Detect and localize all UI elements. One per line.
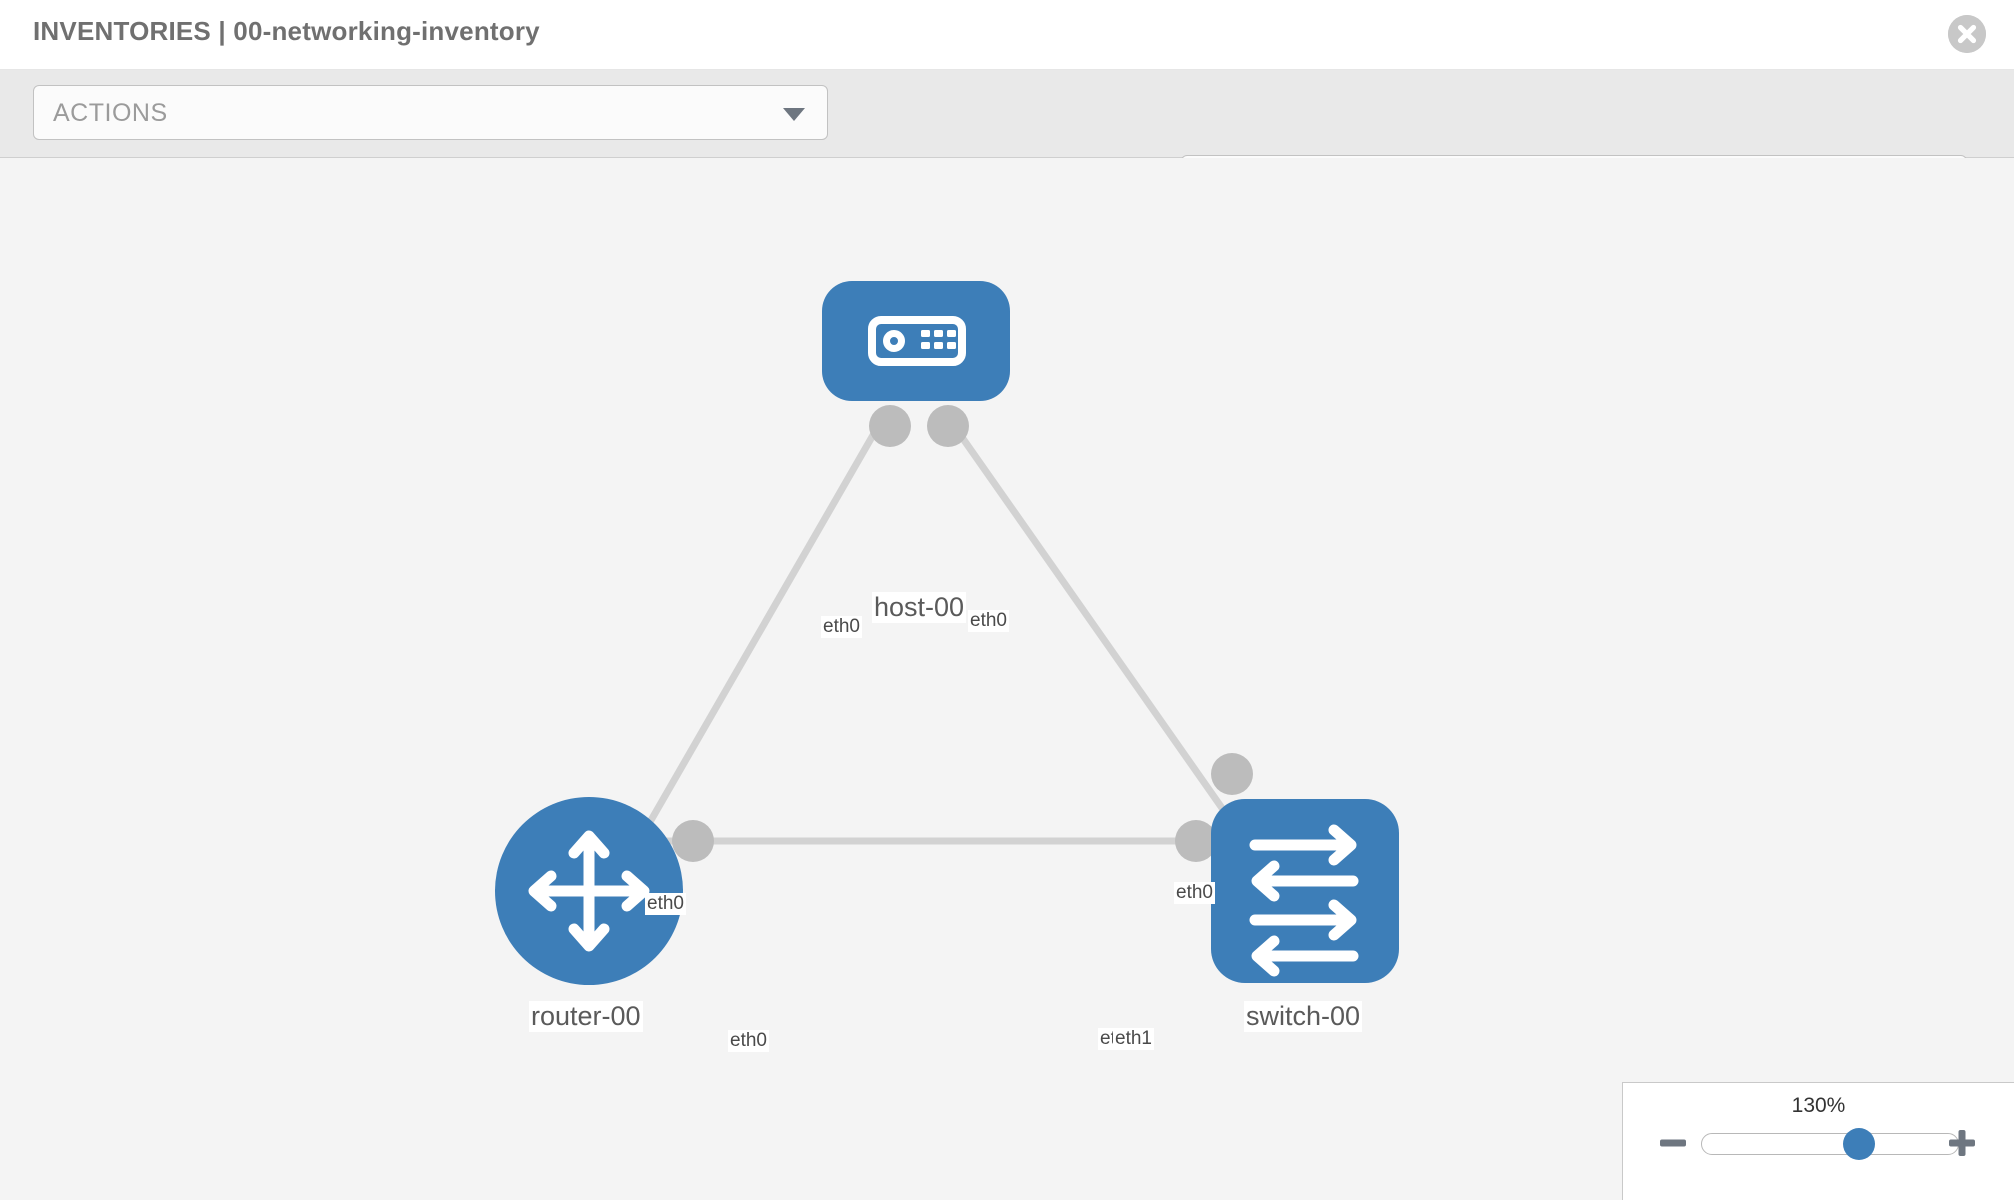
actions-dropdown-label: ACTIONS xyxy=(53,99,168,127)
zoom-level-value: 130% xyxy=(1791,1094,1846,1117)
close-icon[interactable] xyxy=(1948,15,1986,53)
link-host-router xyxy=(631,421,884,850)
edge-label-router-eth0: eth0 xyxy=(728,1030,769,1052)
page-title: INVENTORIES | 00-networking-inventory xyxy=(33,16,540,46)
node-label-host-00: host-00 xyxy=(872,592,967,623)
edge-label-host-right: eth0 xyxy=(968,610,1009,632)
port-router-right xyxy=(672,820,714,862)
zoom-slider-track[interactable] xyxy=(1701,1133,1959,1155)
switch-arrows-icon xyxy=(1249,824,1359,977)
node-switch-00[interactable] xyxy=(1211,799,1399,983)
port-switch-topleft xyxy=(1211,753,1253,795)
plus-icon[interactable] xyxy=(1947,1128,1977,1158)
edge-label-switch-eth1: eth1 xyxy=(1113,1028,1154,1050)
port-switch-left xyxy=(1175,820,1217,862)
link-host-switch xyxy=(949,420,1253,851)
chevron-down-icon xyxy=(783,107,805,121)
node-label-router-00: router-00 xyxy=(529,1001,643,1032)
topology-graph xyxy=(495,281,1399,985)
node-host-00[interactable] xyxy=(822,281,1010,401)
topology-ports xyxy=(672,405,1253,862)
zoom-slider-thumb[interactable] xyxy=(1843,1128,1875,1160)
actions-dropdown[interactable]: ACTIONS xyxy=(33,85,828,140)
topology-links xyxy=(631,420,1253,851)
port-host-left xyxy=(869,405,911,447)
edge-label-router-up: eth0 xyxy=(645,893,686,915)
router-arrows-icon xyxy=(528,830,650,952)
edge-label-switch-up: eth0 xyxy=(1174,882,1215,904)
toolbar: ACTIONS SEARCH xyxy=(0,70,2014,210)
zoom-control-panel: 130% xyxy=(1622,1082,2014,1200)
node-label-switch-00: switch-00 xyxy=(1244,1001,1363,1032)
port-host-right xyxy=(927,405,969,447)
server-icon xyxy=(868,316,966,366)
topology-canvas[interactable]: host-00 router-00 switch-00 eth0 eth0 et… xyxy=(0,158,2014,1200)
edge-label-host-left: eth0 xyxy=(821,616,862,638)
minus-icon[interactable] xyxy=(1658,1128,1688,1158)
node-router-00[interactable] xyxy=(495,797,683,985)
window-header: INVENTORIES | 00-networking-inventory xyxy=(0,0,2014,70)
